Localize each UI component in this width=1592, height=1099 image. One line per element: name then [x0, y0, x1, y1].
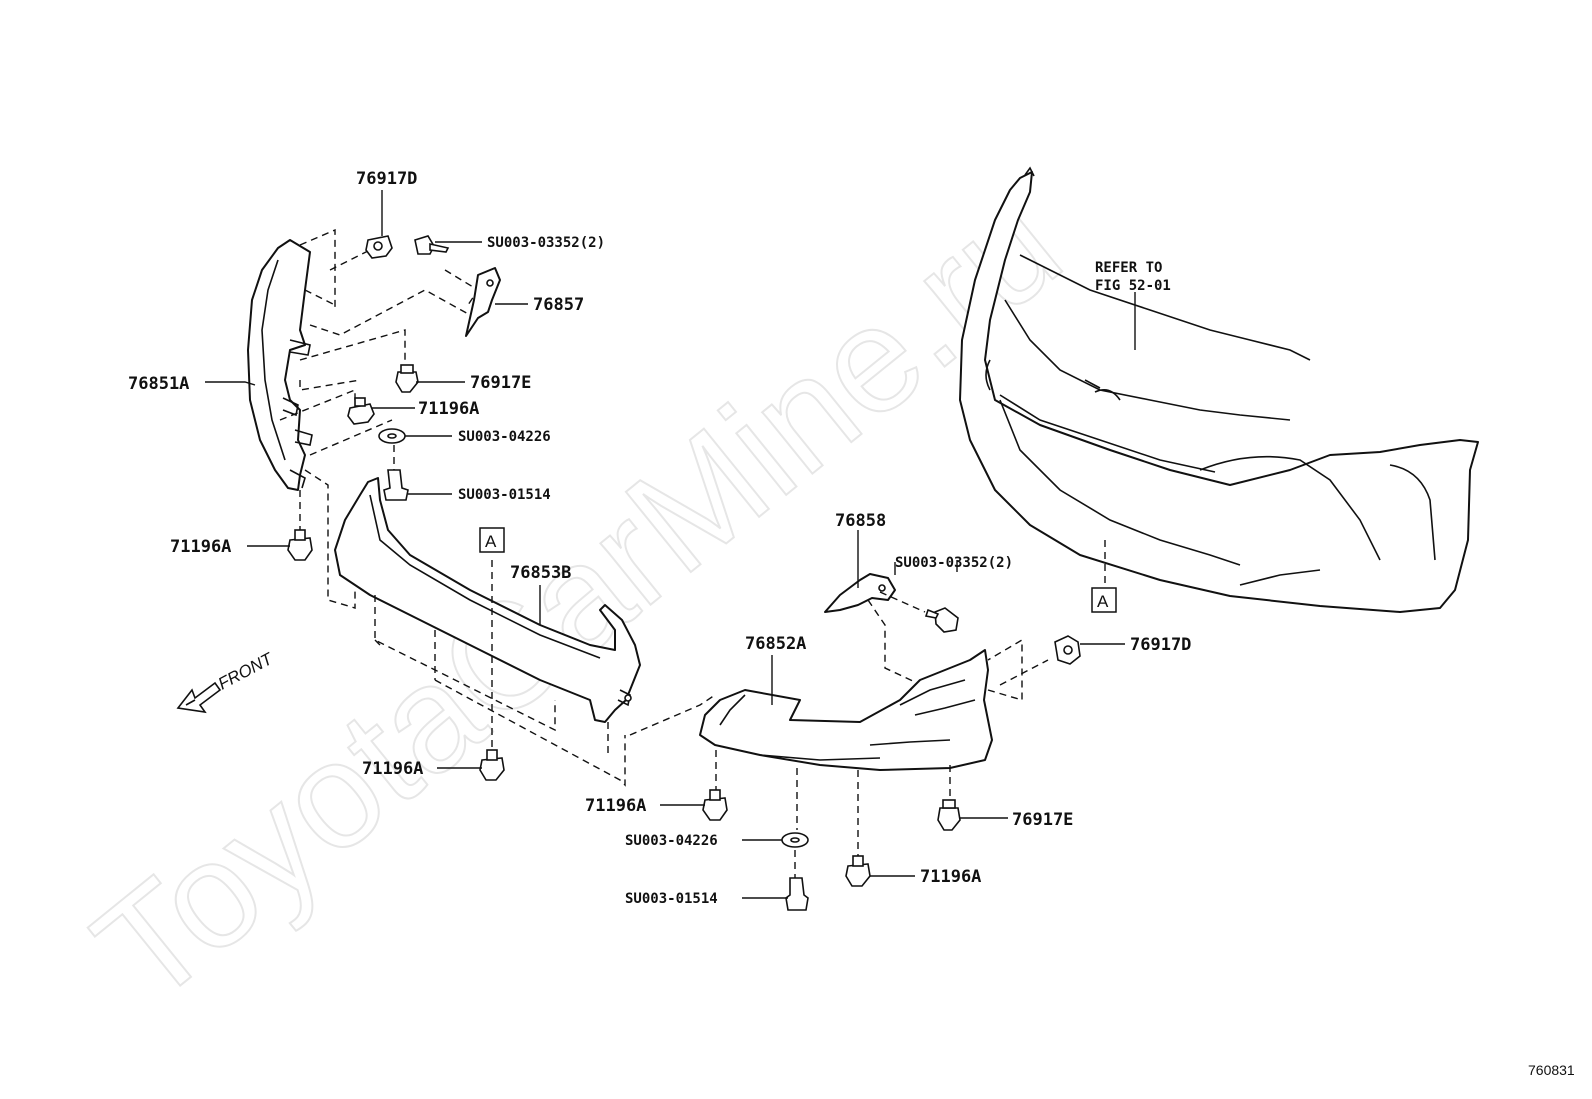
label-71196A-bottom-right: 71196A: [920, 867, 981, 887]
svg-text:A: A: [485, 532, 497, 551]
watermark: ToyotaCarMine.ru: [64, 159, 1090, 1035]
bracket-76858: [824, 573, 896, 613]
svg-text:A: A: [1097, 592, 1109, 611]
washer-su003-04226-bottom: [781, 832, 809, 848]
clip-71196A-top: [347, 397, 375, 425]
label-su003-01514-top: SU003-01514: [458, 487, 551, 503]
label-76917E-right: 76917E: [1012, 810, 1073, 830]
label-76852A: 76852A: [745, 634, 806, 654]
clip-76917D-right: [1054, 635, 1081, 665]
label-su003-04226-bottom: SU003-04226: [625, 833, 718, 849]
label-su003-03352-mid: SU003-03352(2): [895, 555, 1013, 571]
label-su003-01514-bottom: SU003-01514: [625, 891, 718, 907]
ref-box-a-right: A: [1091, 587, 1117, 613]
label-76917E-top: 76917E: [470, 373, 531, 393]
label-76857: 76857: [533, 295, 584, 315]
label-su003-03352-top: SU003-03352(2): [487, 235, 605, 251]
diagram-code: 760831: [1528, 1062, 1575, 1078]
front-arrow: FRONT: [176, 649, 277, 714]
clip-71196A-bottom-right: [845, 855, 871, 887]
spoiler-76853B: [334, 477, 641, 723]
label-71196A-bottom-left: 71196A: [362, 759, 423, 779]
refer-note-line1: REFER TO: [1095, 260, 1162, 276]
spoiler-76852A: [699, 649, 993, 771]
clip-76917D-top: [365, 235, 393, 259]
ref-box-a-left: A: [479, 527, 505, 553]
clip-71196A-bottom-left: [479, 749, 505, 781]
bracket-76851A: [247, 239, 313, 491]
washer-su003-04226-top: [378, 428, 406, 444]
clip-71196A-bottom-mid: [702, 789, 728, 821]
bolt-su003-01514-bottom: [785, 877, 809, 911]
screw-su003-03352-mid: [924, 607, 959, 633]
svg-text:FRONT: FRONT: [215, 649, 277, 694]
label-76917D-top: 76917D: [356, 169, 417, 189]
bolt-su003-01514-top: [383, 469, 409, 501]
label-71196A-left: 71196A: [170, 537, 231, 557]
bracket-76857: [465, 267, 501, 337]
clip-76917E-top: [395, 364, 419, 393]
label-71196A-top: 71196A: [418, 399, 479, 419]
screw-su003-03352-top: [414, 235, 450, 255]
clip-76917E-right: [937, 799, 961, 831]
label-76851A: 76851A: [128, 374, 189, 394]
label-76917D-right: 76917D: [1130, 635, 1191, 655]
front-bumper-cover: [959, 166, 1479, 613]
refer-note-line2: FIG 52-01: [1095, 278, 1171, 294]
label-76853B: 76853B: [510, 563, 571, 583]
label-su003-04226-top: SU003-04226: [458, 429, 551, 445]
clip-71196A-left: [287, 529, 313, 561]
label-71196A-bottom-mid: 71196A: [585, 796, 646, 816]
label-76858: 76858: [835, 511, 886, 531]
